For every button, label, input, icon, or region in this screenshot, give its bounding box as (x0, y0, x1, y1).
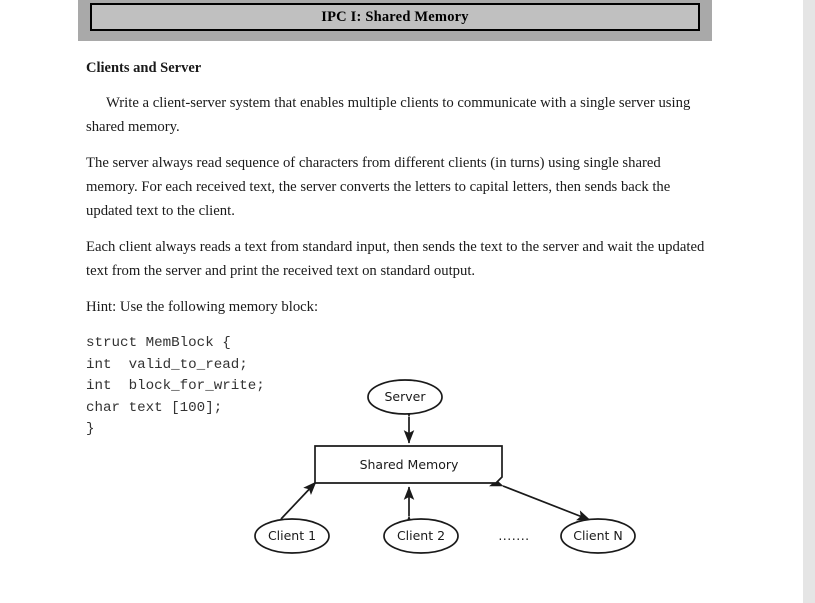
shared-memory-box (314, 445, 503, 484)
link-clientn-sharedmemory (489, 476, 591, 521)
code-block-memblock: struct MemBlock { int valid_to_read; int… (86, 335, 265, 437)
client-1-label: Client 1 (268, 528, 316, 543)
page-title: IPC I: Shared Memory (321, 8, 469, 25)
client-2-node (383, 518, 459, 554)
client-2-label: Client 2 (397, 528, 445, 543)
clients-ellipsis-label: ....... (498, 528, 529, 543)
paragraph-server-behavior: The server always read sequence of chara… (86, 155, 671, 219)
shared-memory-label: Shared Memory (360, 457, 459, 472)
paragraph-client-behavior: Each client always reads a text from sta… (86, 239, 705, 279)
document-body: Clients and Server Write a client-server… (86, 60, 708, 441)
paragraph-hint: Hint: Use the following memory block: (86, 299, 319, 315)
document-title-box: IPC I: Shared Memory (90, 3, 700, 31)
client-n-node (560, 518, 636, 554)
page-scroll-gutter (803, 0, 815, 603)
client-1-node (254, 518, 330, 554)
paragraph-intro: Write a client-server system that enable… (86, 95, 691, 135)
document-title-banner: IPC I: Shared Memory (78, 0, 712, 41)
section-heading: Clients and Server (86, 60, 202, 76)
link-client1-sharedmemory (268, 481, 317, 533)
client-n-label: Client N (573, 528, 623, 543)
